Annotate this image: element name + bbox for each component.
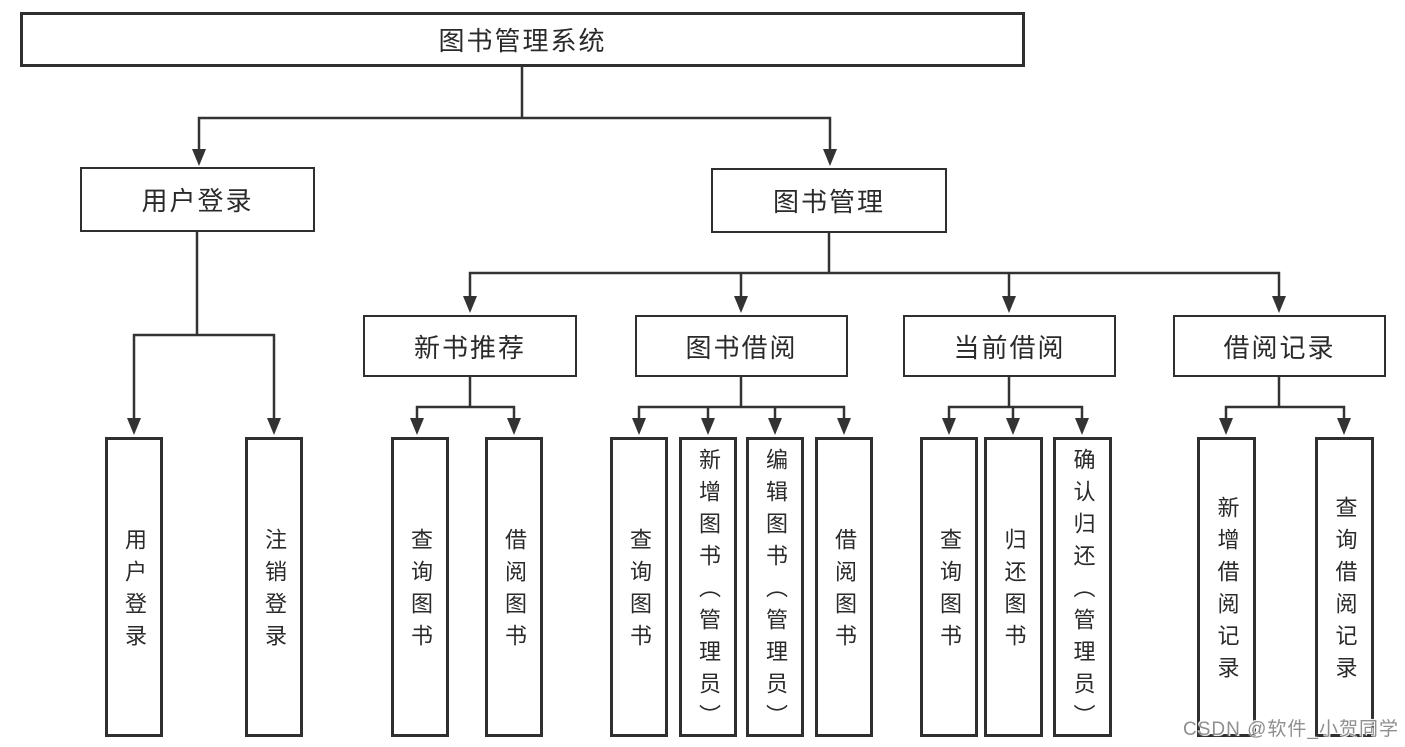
leaf-query-borrow-record: 查询借阅记录 [1315, 437, 1374, 737]
leaf-borrow-books-recommend: 借阅图书 [485, 437, 543, 737]
leaf-label: 借阅图书 [502, 528, 527, 656]
leaf-edit-book-admin: 编辑图书（管理员） [746, 437, 804, 737]
leaf-label: 查询图书 [408, 528, 433, 656]
leaf-label: 确认归还（管理员） [1070, 448, 1096, 736]
node-label: 图书借阅 [685, 332, 798, 363]
node-label: 借阅记录 [1223, 332, 1336, 363]
leaf-label: 注销登录 [262, 528, 287, 656]
node-book-borrowing: 图书借阅 [635, 315, 848, 377]
connector-borrowing-records [1219, 377, 1351, 435]
leaf-query-books-borrowing: 查询图书 [610, 437, 668, 737]
node-label: 用户登录 [141, 186, 254, 216]
leaf-add-borrow-record: 新增借阅记录 [1197, 437, 1256, 737]
node-label: 当前借阅 [953, 332, 1066, 363]
leaf-label: 查询图书 [937, 528, 962, 656]
leaf-label: 新增图书（管理员） [696, 448, 721, 736]
leaf-query-books-current: 查询图书 [920, 437, 978, 737]
leaf-confirm-return-admin: 确认归还（管理员） [1053, 437, 1112, 737]
leaf-user-login: 用户登录 [105, 437, 163, 737]
leaf-label: 编辑图书（管理员） [763, 448, 788, 736]
connector-book-borrowing [632, 377, 851, 435]
leaf-logout-login: 注销登录 [245, 437, 303, 737]
leaf-label: 用户登录 [122, 528, 147, 656]
watermark: CSDN @软件_小贺同学 [1183, 719, 1399, 740]
leaf-borrow-books: 借阅图书 [815, 437, 873, 737]
connector-user-login [127, 232, 281, 435]
connector-current-borrowing [942, 377, 1089, 435]
node-label: 新书推荐 [413, 332, 526, 363]
connector-new-book-recommend [410, 377, 521, 435]
node-user-login: 用户登录 [80, 167, 315, 232]
leaf-add-book-admin: 新增图书（管理员） [679, 437, 737, 737]
connector-book-management [463, 233, 1286, 313]
node-label: 图书管理 [772, 187, 885, 217]
node-current-borrowing: 当前借阅 [903, 315, 1116, 377]
node-borrowing-records: 借阅记录 [1173, 315, 1386, 377]
node-label: 图书管理系统 [438, 26, 607, 56]
leaf-return-books: 归还图书 [984, 437, 1043, 737]
node-library-management-system: 图书管理系统 [20, 12, 1025, 67]
leaf-label: 借阅图书 [832, 528, 857, 656]
leaf-query-books-recommend: 查询图书 [391, 437, 449, 737]
leaf-label: 新增借阅记录 [1214, 496, 1240, 688]
node-book-management: 图书管理 [711, 168, 947, 233]
leaf-label: 归还图书 [1001, 528, 1027, 656]
node-new-book-recommend: 新书推荐 [363, 315, 577, 377]
leaf-label: 查询图书 [627, 528, 652, 656]
connector-root [192, 67, 837, 166]
leaf-label: 查询借阅记录 [1332, 496, 1358, 688]
